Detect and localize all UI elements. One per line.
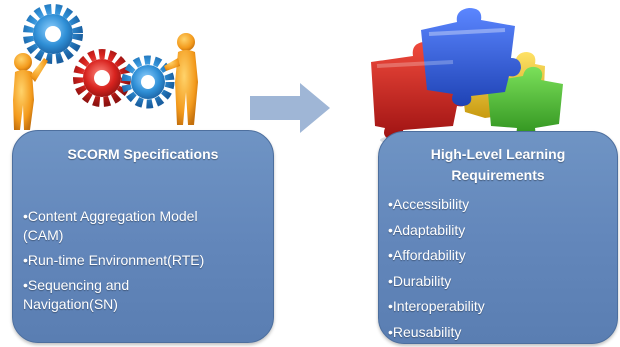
learning-requirements-list: •Accessibility •Adaptability •Affordabil…: [388, 192, 485, 345]
gears-with-figures-icon: [13, 4, 198, 130]
bullet-icon: •: [388, 196, 393, 212]
list-item-label-continued: (CAM): [23, 227, 64, 243]
list-item-label-continued: Navigation(SN): [23, 296, 118, 312]
list-item-label: Sequencing and: [27, 277, 130, 293]
list-item: •Affordability: [388, 243, 485, 269]
panel-title: High-Level Learning Requirements: [379, 144, 617, 186]
panel-title-line: Requirements: [451, 167, 545, 183]
bullet-icon: •: [23, 208, 28, 224]
bullet-icon: •: [23, 252, 28, 268]
list-item: •Run-time Environment(RTE): [23, 251, 204, 270]
scorm-specifications-list: •Content Aggregation Model (CAM) •Run-ti…: [23, 207, 204, 320]
panel-title-line: High-Level Learning: [430, 146, 566, 162]
bullet-icon: •: [388, 247, 393, 263]
list-item: •Reusability: [388, 320, 485, 346]
bullet-icon: •: [388, 323, 393, 340]
list-item: •Sequencing and Navigation(SN): [23, 276, 204, 314]
list-item-label: Interoperability: [392, 298, 485, 314]
list-item-label: Content Aggregation Model: [27, 208, 198, 224]
learning-requirements-panel: High-Level Learning Requirements •Access…: [378, 131, 618, 344]
list-item-label: Run-time Environment(RTE): [27, 252, 205, 268]
puzzle-pieces-icon: [371, 8, 570, 149]
list-item: •Adaptability: [388, 218, 485, 244]
list-item-label: Reusability: [392, 323, 462, 340]
right-arrow-icon: [250, 83, 330, 133]
scorm-specifications-panel: SCORM Specifications •Content Aggregatio…: [12, 130, 274, 343]
list-item-label: Durability: [392, 272, 452, 289]
list-item-label: Affordability: [392, 247, 466, 263]
bullet-icon: •: [23, 277, 28, 293]
list-item: •Accessibility: [388, 192, 485, 218]
list-item: •Durability: [388, 269, 485, 295]
bullet-icon: •: [388, 298, 393, 314]
bullet-icon: •: [388, 221, 393, 238]
list-item-label: Adaptability: [392, 221, 466, 238]
list-item: •Interoperability: [388, 294, 485, 320]
bullet-icon: •: [388, 272, 393, 289]
list-item: •Content Aggregation Model (CAM): [23, 207, 204, 245]
list-item-label: Accessibility: [392, 196, 470, 212]
panel-title: SCORM Specifications: [67, 146, 219, 162]
